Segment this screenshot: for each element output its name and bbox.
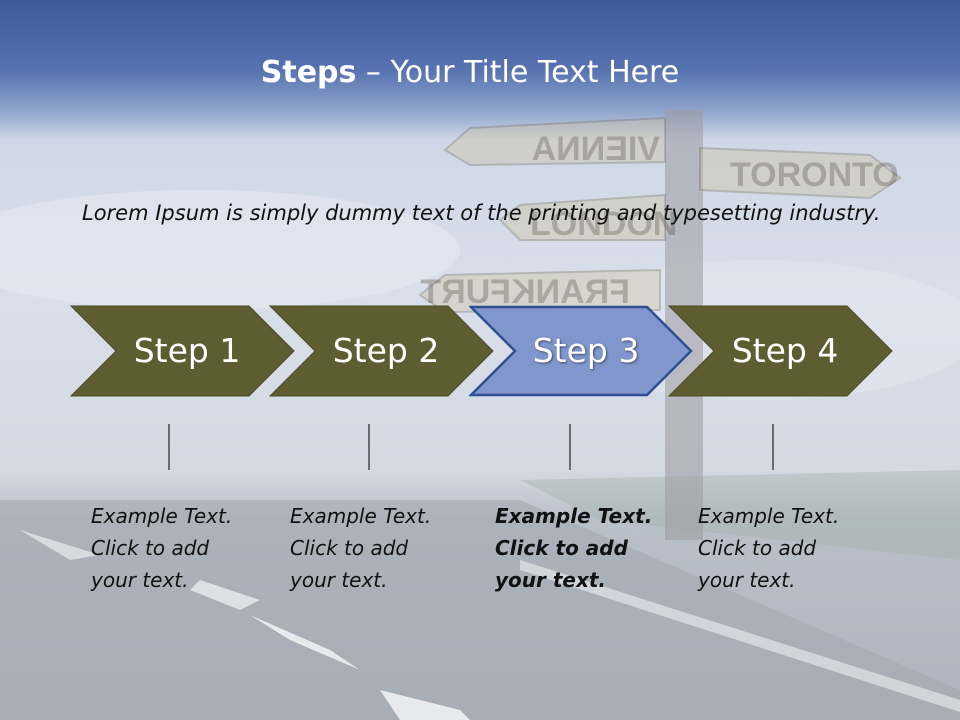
desc-line: Click to add [91, 536, 210, 560]
title-rest: – Your Title Text Here [356, 55, 680, 90]
desc-line: Example Text. [91, 504, 233, 528]
chevron-shape [668, 305, 893, 397]
step-1-description[interactable]: Example Text. Click to add your text. [91, 500, 261, 596]
desc-line: Example Text. [495, 504, 653, 528]
intro-text[interactable]: Lorem Ipsum is simply dummy text of the … [82, 201, 881, 225]
desc-line: your text. [290, 568, 388, 592]
desc-line: Click to add [495, 536, 628, 560]
desc-line: Click to add [290, 536, 409, 560]
chevron-shape [70, 305, 295, 397]
step-4-description[interactable]: Example Text. Click to add your text. [698, 500, 868, 596]
step-label: Step 4 [731, 331, 839, 370]
desc-line: your text. [495, 568, 607, 592]
sign-text: VIENNA [532, 130, 660, 168]
step-1-chevron[interactable]: Step 1 [70, 305, 296, 397]
connector-line [772, 424, 774, 470]
title-bold: Steps [260, 55, 357, 90]
step-label: Step 3 [532, 331, 640, 370]
step-2-description[interactable]: Example Text. Click to add your text. [290, 500, 460, 596]
chevron-shape [469, 305, 693, 397]
connector-line [168, 424, 170, 470]
desc-line: your text. [698, 568, 796, 592]
slide-title[interactable]: Steps – Your Title Text Here [0, 55, 940, 90]
step-3-chevron[interactable]: Step 3 [469, 305, 695, 397]
connector-line [569, 424, 571, 470]
sign-text: LONDON [530, 205, 677, 243]
step-2-chevron[interactable]: Step 2 [269, 305, 495, 397]
sign-text: FRANKFURT [420, 273, 630, 311]
chevron-shape [269, 305, 494, 397]
desc-line: Example Text. [290, 504, 432, 528]
desc-line: Click to add [698, 536, 817, 560]
step-label: Step 2 [332, 331, 440, 370]
desc-line: Example Text. [698, 504, 840, 528]
step-label: Step 1 [133, 331, 241, 370]
connector-line [368, 424, 370, 470]
step-4-chevron[interactable]: Step 4 [668, 305, 894, 397]
step-3-description[interactable]: Example Text. Click to add your text. [495, 500, 665, 596]
sign-text: TORONTO [730, 156, 899, 194]
desc-line: your text. [91, 568, 189, 592]
